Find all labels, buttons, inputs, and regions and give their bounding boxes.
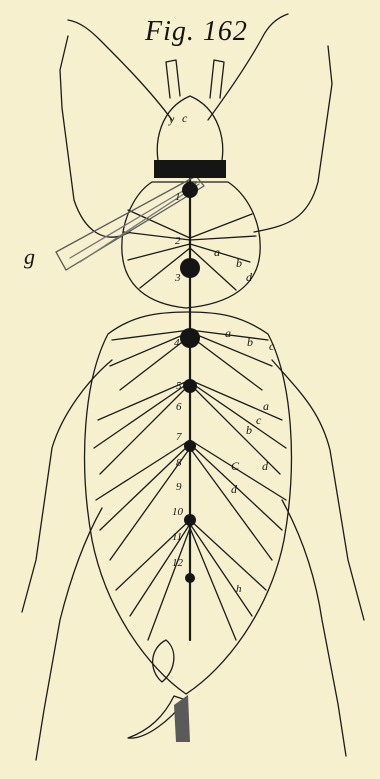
label-a2: a [225,326,231,340]
ganglion-4 [183,379,197,393]
mandibles [166,60,224,98]
label-y: y [168,112,175,126]
label-n9: 9 [176,481,182,493]
front-left-leg [60,36,130,237]
label-n5: 5 [176,380,182,392]
right-antenna [208,14,288,120]
label-g: g [24,244,35,269]
label-d4: d [231,482,238,496]
label-a3: a [263,399,269,413]
label-c3: c [256,413,262,427]
ganglion-3 [180,328,200,348]
label-n11: 11 [172,531,182,543]
label-n12: 12 [172,557,184,569]
ganglion-1 [182,182,198,198]
label-b2: b [247,335,253,349]
head-outline [157,96,222,170]
label-b1: b [236,256,242,270]
label-n2: 2 [175,235,181,247]
ganglion-5 [184,440,196,452]
head-band [154,160,226,178]
middle-left-leg [22,360,112,612]
label-n1: 1 [175,191,181,203]
label-d3: d [262,459,269,473]
label-a1: a [214,245,220,259]
ganglion-7 [185,573,195,583]
label-c2: c [269,339,275,353]
abdomen-outline [85,312,292,694]
label-n3: 3 [174,272,181,284]
label-n8: 8 [176,457,182,469]
front-right-leg [254,46,332,232]
hind-left-leg [36,508,102,760]
ganglion-2 [180,258,200,278]
label-n4: 4 [174,337,180,349]
hatched-terminal [174,695,190,742]
left-antenna [68,20,172,120]
middle-right-leg [272,360,364,620]
label-n6: 6 [176,401,182,413]
ganglion-6 [184,514,196,526]
label-h1: h [236,583,242,595]
label-d1: d [246,270,253,284]
label-n7: 7 [176,431,182,443]
hind-right-leg [282,500,346,756]
label-b3: b [246,423,252,437]
label-c1: c [182,111,188,125]
label-n10: 10 [172,506,184,518]
label-c4: C [231,459,240,473]
